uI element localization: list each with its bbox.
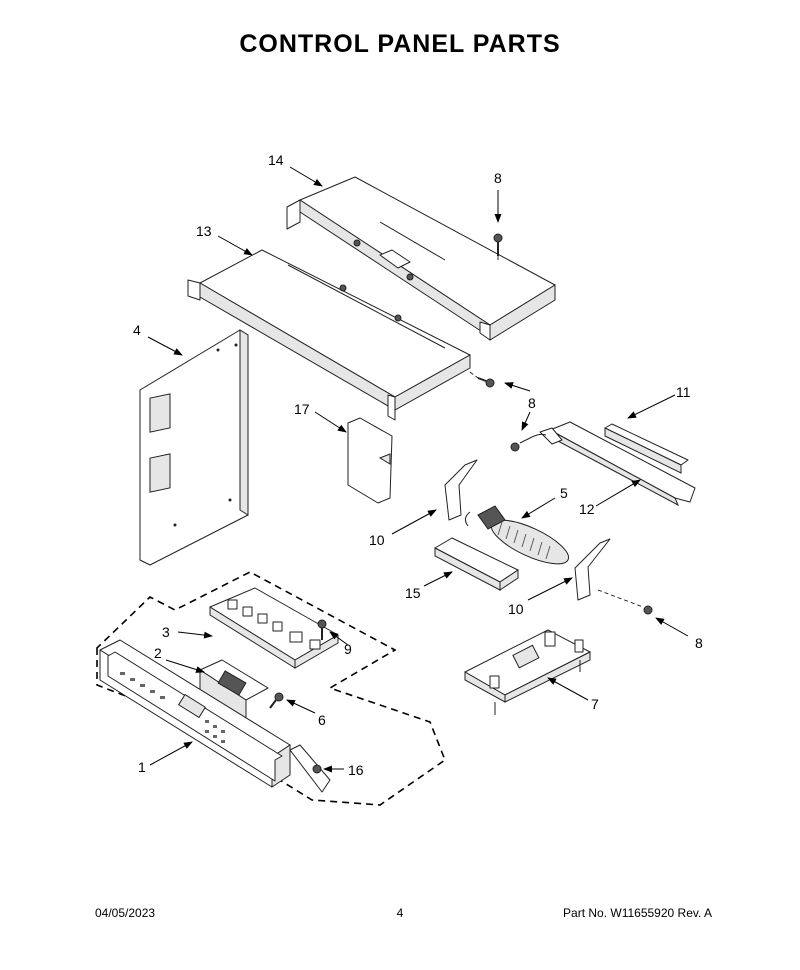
callout-6: 6 [318, 712, 326, 728]
callout-14: 14 [268, 152, 284, 168]
callout-10-right: 10 [508, 601, 524, 617]
callout-1: 1 [138, 759, 146, 775]
footer-date: 04/05/2023 [95, 906, 156, 920]
callout-7: 7 [591, 696, 599, 712]
screw-16 [312, 764, 322, 774]
part-11-rail [604, 423, 689, 474]
part-17-gasket [347, 417, 393, 504]
part-3-control-board [209, 587, 339, 669]
callout-5: 5 [560, 485, 568, 501]
callout-8-lower: 8 [695, 635, 703, 651]
callout-13: 13 [196, 223, 212, 239]
part-5-blower-fan [464, 505, 570, 565]
part-13-shelf-panel [187, 249, 471, 421]
alignment-lines [469, 256, 644, 608]
callout-3: 3 [162, 624, 170, 640]
callout-12: 12 [579, 501, 595, 517]
part-12-bracket-rail [539, 421, 696, 507]
callout-15: 15 [405, 585, 421, 601]
screw-6 [269, 692, 284, 709]
screw-8-top [493, 233, 503, 256]
part-14-cover-panel [286, 176, 556, 341]
part-7-relay-board [464, 629, 591, 715]
callout-17: 17 [294, 401, 310, 417]
callout-2: 2 [154, 645, 162, 661]
footer-part-number: Part No. W11655920 Rev. A [563, 906, 712, 920]
callout-8-top: 8 [494, 170, 502, 186]
footer-page-number: 4 [396, 906, 404, 920]
callout-8-mid: 8 [528, 395, 536, 411]
callout-11: 11 [676, 384, 691, 400]
part-10-bracket-left [444, 459, 478, 521]
page-title: CONTROL PANEL PARTS [239, 30, 561, 58]
callout-4: 4 [133, 322, 141, 338]
callout-9: 9 [344, 641, 352, 657]
screw-8-rail [510, 433, 547, 452]
part-10-bracket-right [574, 538, 611, 601]
part-15-duct [434, 537, 519, 591]
part-1-control-panel [99, 639, 331, 793]
callout-10-left: 10 [369, 532, 385, 548]
screw-8-mid [477, 377, 495, 388]
screw-9 [317, 619, 327, 640]
part-2-ui-board [199, 659, 269, 721]
part-4-back-panel [139, 329, 249, 566]
callout-16: 16 [348, 762, 364, 778]
screw-8-lower [643, 605, 653, 615]
leader-lines [147, 166, 689, 773]
